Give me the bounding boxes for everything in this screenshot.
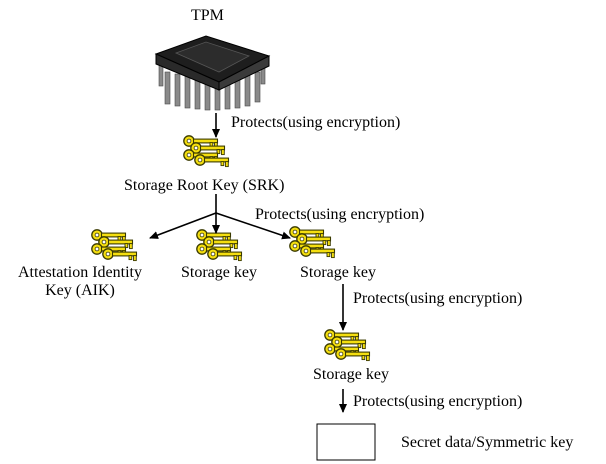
aik-key-icon — [92, 230, 137, 261]
arrow-srk-to-aik — [149, 212, 217, 239]
secret-data-box — [316, 423, 376, 461]
storage-key-bottom-icon — [325, 330, 370, 361]
arrow-srk-to-storage-right — [215, 212, 291, 240]
srk-label: Storage Root Key (SRK) — [124, 177, 285, 194]
aik-label-line2: Key (AIK) — [45, 282, 115, 299]
tpm-label: TPM — [191, 7, 224, 24]
microchip-icon — [155, 35, 270, 111]
srk-key-icon — [184, 136, 229, 167]
protects-label-3: Protects(using encryption) — [353, 290, 523, 307]
storage-key-right-icon — [290, 227, 335, 258]
protects-label-4: Protects(using encryption) — [353, 393, 523, 410]
storage-key-right-label: Storage key — [300, 264, 376, 281]
aik-label-line1: Attestation Identity — [18, 264, 142, 281]
storage-key-bottom-label: Storage key — [313, 366, 389, 383]
aik-label: Attestation Identity Key (AIK) — [4, 264, 156, 300]
protects-label-2: Protects(using encryption) — [255, 206, 425, 223]
secret-data-label: Secret data/Symmetric key — [401, 434, 574, 451]
storage-key-mid-label: Storage key — [181, 264, 257, 281]
protects-label-1: Protects(using encryption) — [231, 114, 401, 131]
storage-key-mid-icon — [197, 230, 242, 261]
